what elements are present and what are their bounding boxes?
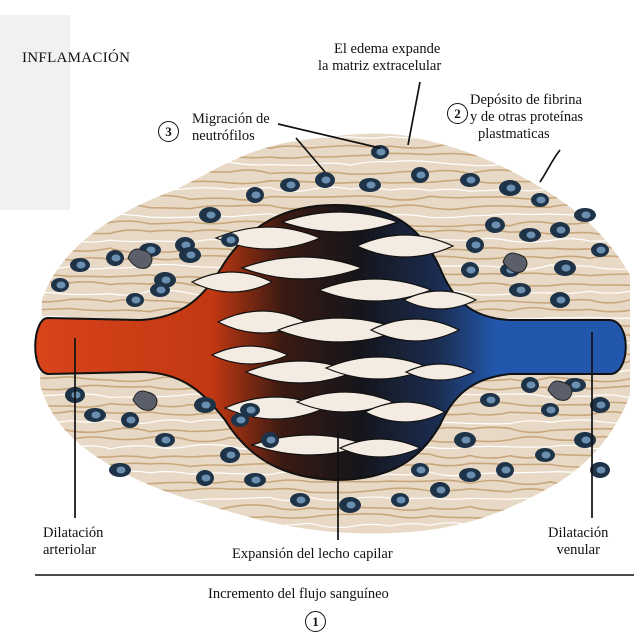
edema-label-line1: El edema expande [318, 41, 441, 58]
neutrophil [121, 412, 139, 428]
neutrophil [591, 243, 609, 257]
neutrophil [51, 278, 69, 292]
neutrophil [290, 493, 310, 507]
edema-label: El edema expande la matriz extracelular [318, 41, 441, 75]
neutrophil [84, 408, 106, 422]
step-2-marker: 2 [447, 103, 468, 124]
venular-dilation-label: Dilatación venular [548, 525, 608, 559]
neutrophil [220, 447, 240, 463]
neutrophil [106, 250, 124, 266]
neutrophil [521, 377, 539, 393]
neutrophil [261, 432, 279, 448]
neutrophil [240, 403, 260, 417]
neutrophil [496, 462, 514, 478]
neutrophil [315, 172, 335, 188]
neutrophil [554, 260, 576, 276]
capillary-bed-label: Expansión del lecho capilar [232, 546, 393, 563]
neutrophil [359, 178, 381, 192]
neutrophil [411, 463, 429, 477]
arteriolar-label-line1: Dilatación [43, 525, 103, 542]
neutrophil [179, 247, 201, 263]
venular-label-line2: venular [548, 542, 608, 559]
neutrophil [550, 222, 570, 238]
neutrophil [391, 493, 409, 507]
neutrophil [109, 463, 131, 477]
neutrophil [541, 403, 559, 417]
neutrophil [499, 180, 521, 196]
neutrophil [126, 293, 144, 307]
arteriolar-label-line2: arteriolar [43, 542, 103, 559]
neutrophil [590, 397, 610, 413]
neutrophil [194, 397, 216, 413]
fibrin-label-line3: plastmaticas [470, 126, 583, 143]
neutrophil [221, 233, 239, 247]
neutrophil [550, 292, 570, 308]
fibrin-label-line1: Depósito de fibrina [470, 92, 583, 109]
migration-label-line2: neutrófilos [192, 128, 270, 145]
neutrophil [155, 433, 175, 447]
migration-label-line1: Migración de [192, 111, 270, 128]
neutrophil [480, 393, 500, 407]
neutrophil [430, 482, 450, 498]
venular-label-line1: Dilatación [548, 525, 608, 542]
neutrophil [509, 283, 531, 297]
neutrophil [459, 468, 481, 482]
fibrin-label-line2: y de otras proteínas [470, 109, 583, 126]
neutrophil [244, 473, 266, 487]
fibrin-pointer [540, 150, 560, 182]
arteriolar-dilation-label: Dilatación arteriolar [43, 525, 103, 559]
neutrophil [150, 283, 170, 297]
neutrophil [590, 462, 610, 478]
neutrophil [339, 497, 361, 513]
neutrophil [535, 448, 555, 462]
fibrin-label: Depósito de fibrina y de otras proteínas… [470, 92, 583, 143]
neutrophil [531, 193, 549, 207]
neutrophil [70, 258, 90, 272]
edema-label-line2: la matriz extracelular [318, 58, 441, 75]
neutrophil [199, 207, 221, 223]
migration-label: Migración de neutrófilos [192, 111, 270, 145]
neutrophil [574, 208, 596, 222]
neutrophil [454, 432, 476, 448]
page-title: INFLAMACIÓN [22, 50, 130, 67]
edema-pointer [408, 82, 420, 145]
neutrophil [519, 228, 541, 242]
neutrophil [466, 237, 484, 253]
neutrophil [280, 178, 300, 192]
neutrophil [485, 217, 505, 233]
step-1-marker: 1 [305, 611, 326, 632]
blood-flow-label: Incremento del flujo sanguíneo [208, 586, 389, 603]
neutrophil [196, 470, 214, 486]
neutrophil [460, 173, 480, 187]
neutrophil [411, 167, 429, 183]
neutrophil [461, 262, 479, 278]
neutrophil [246, 187, 264, 203]
step-3-marker: 3 [158, 121, 179, 142]
